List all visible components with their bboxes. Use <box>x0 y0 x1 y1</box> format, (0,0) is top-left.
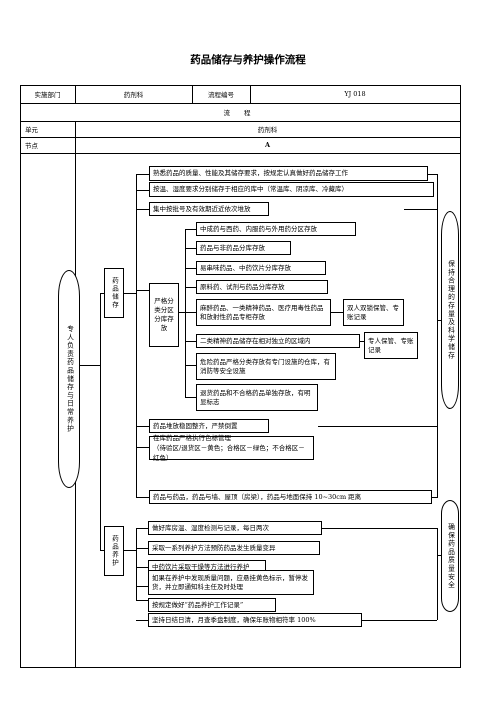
quality-safety-oval: 确保药品质量安全 <box>441 500 459 612</box>
sort-label-text: 严格分类分区分库存放 <box>154 297 174 332</box>
color-code-title: 在库药品严格执行色标管理 <box>153 434 231 442</box>
code-label: 流程编号 <box>208 91 234 99</box>
maintenance-label-box: 药品养护 <box>104 526 124 576</box>
dept-value: 药剂科 <box>123 91 144 99</box>
sort-item-8: 退货药品和不合格药品单独存放，有明显标志 <box>196 384 318 411</box>
storage-distance-rule: 药品与药品，药品与墙、屋顶（房梁），药品与地面保持 10~30cm 距离 <box>149 490 432 504</box>
color-code-detail: （待验区/退货区－黄色；合格区－绿色；不合格区－红色） <box>153 444 305 462</box>
sort-item-4: 原料药、试剂与药品分库存放 <box>196 280 328 294</box>
storage-step-1: 熟悉药品的质量、性能及其储存要求，按规定认真做好药品储存工作 <box>149 166 428 181</box>
unit-value: 药剂科 <box>257 126 278 134</box>
storage-label-box: 药品储存 <box>104 268 124 318</box>
sort-item-6: 二类精神药品储存在相对独立的区域内 <box>196 334 360 348</box>
responsible-person-oval: 专人负责药品储存与日常养护 <box>58 270 80 488</box>
unit-label: 单元 <box>25 126 38 134</box>
page-title: 药品储存与养护操作流程 <box>190 54 306 66</box>
dept-label: 实施部门 <box>34 91 61 99</box>
storage-step-3: 集中按批号及有效期近近依次堆放 <box>149 202 269 216</box>
maintenance-step-2: 采取一系列养护方法预防药品发生质量变异 <box>148 541 320 555</box>
node-label: 节点 <box>25 142 38 150</box>
sort-item-1: 中成药与西药、内服药与外用药分区存放 <box>196 222 356 236</box>
dual-lock-note: 双人双锁保管、专账记录 <box>343 299 404 326</box>
maintenance-step-6: 坚持日结日清，月查季盘制度，确保年账物相符率 100% <box>148 613 362 627</box>
sort-item-2: 药品与非药品分库存放 <box>196 241 291 255</box>
reasonable-stock-oval: 保持合理的存量及科学储存 <box>441 211 459 409</box>
single-keeper-note: 专人保管、专账记录 <box>364 332 418 359</box>
maintenance-step-5: 按规定做好“药品养护工作记录” <box>148 598 276 612</box>
storage-step-2: 按温、湿度要求分别储存于相应的库中（常温库、阴凉库、冷藏库） <box>149 182 434 197</box>
node-value: A <box>264 141 271 149</box>
maintenance-step-1: 做好库房温、湿度检测与记录，每日两次 <box>148 521 322 535</box>
sort-label-box: 严格分类分区分库存放 <box>149 283 179 347</box>
color-code-box: 在库药品严格执行色标管理 （待验区/退货区－黄色；合格区－绿色；不合格区－红色） <box>149 434 314 462</box>
storage-stack-rule: 药品堆放稳固整齐，严禁倒置 <box>149 419 269 433</box>
code-value: YJ 018 <box>344 90 366 98</box>
sort-item-7: 危险药品严格分类存放有专门设施的仓库，有消防等安全设施 <box>196 353 336 380</box>
maintenance-step-4: 如果在养护中发现质量问题，应悬挂黄色标示，暂停发货，并立即通知科主任及时处理 <box>148 570 314 595</box>
sort-item-3: 易串味药品、中药饮片分库存放 <box>196 261 326 275</box>
flow-label: 流 程 <box>223 109 257 117</box>
sort-item-5: 麻醉药品、一类精神药品、医疗用毒性药品和放射性药品专柜存放 <box>196 299 331 326</box>
